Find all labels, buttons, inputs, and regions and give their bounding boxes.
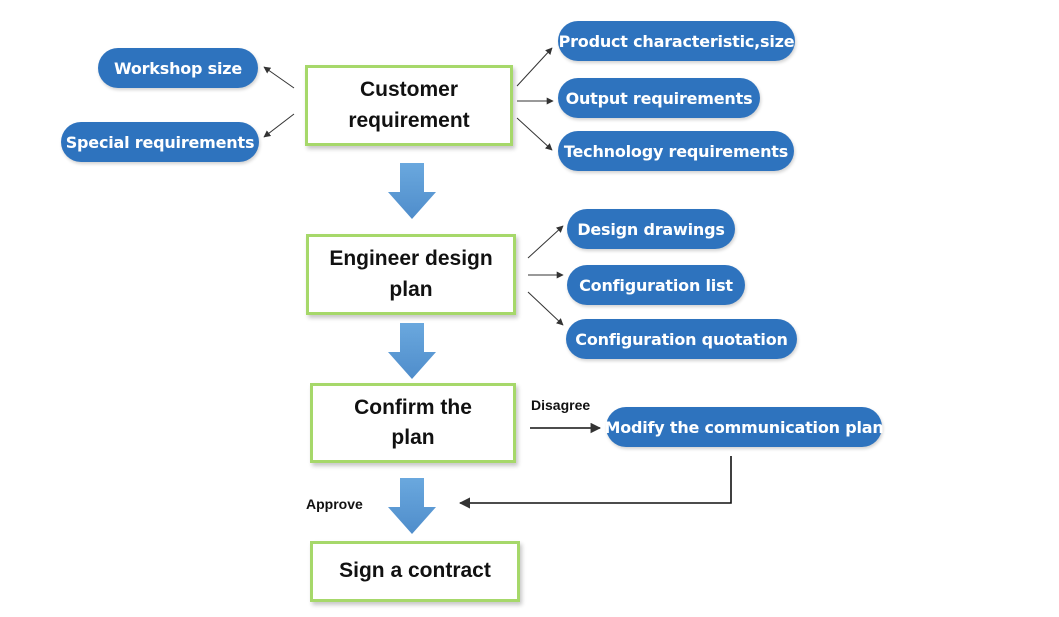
pill-design-drawings: Design drawings xyxy=(567,209,735,249)
label-disagree: Disagree xyxy=(531,397,591,413)
flow-arrow-down-3 xyxy=(388,478,436,534)
label-approve: Approve xyxy=(306,496,363,512)
step-engineer-design-plan: Engineer design plan xyxy=(306,234,516,315)
pill-configuration-list: Configuration list xyxy=(567,265,745,305)
pill-modify-communication-plan: Modify the communication plan xyxy=(604,407,884,447)
arrow-to-special-requirements xyxy=(263,113,295,138)
step-sign-a-contract: Sign a contract xyxy=(310,541,520,602)
step-confirm-the-plan: Confirm the plan xyxy=(310,383,516,463)
arrow-modify-loop-back xyxy=(458,456,732,509)
flow-arrow-down-1 xyxy=(388,163,436,219)
step-customer-requirement: Customer requirement xyxy=(305,65,513,146)
arrow-to-product-characteristic xyxy=(516,47,553,87)
pill-product-characteristic-size: Product characteristic,size xyxy=(558,21,795,61)
arrow-to-technology-requirements xyxy=(516,117,553,151)
pill-configuration-quotation: Configuration quotation xyxy=(566,319,797,359)
flow-arrow-down-2 xyxy=(388,323,436,379)
pill-workshop-size: Workshop size xyxy=(98,48,258,88)
pill-special-requirements: Special requirements xyxy=(61,122,259,162)
pill-output-requirements: Output requirements xyxy=(558,78,760,118)
arrow-to-design-drawings xyxy=(527,225,564,259)
pill-technology-requirements: Technology requirements xyxy=(558,131,794,171)
arrow-to-configuration-quotation xyxy=(527,291,564,326)
arrow-to-workshop-size xyxy=(263,66,295,89)
